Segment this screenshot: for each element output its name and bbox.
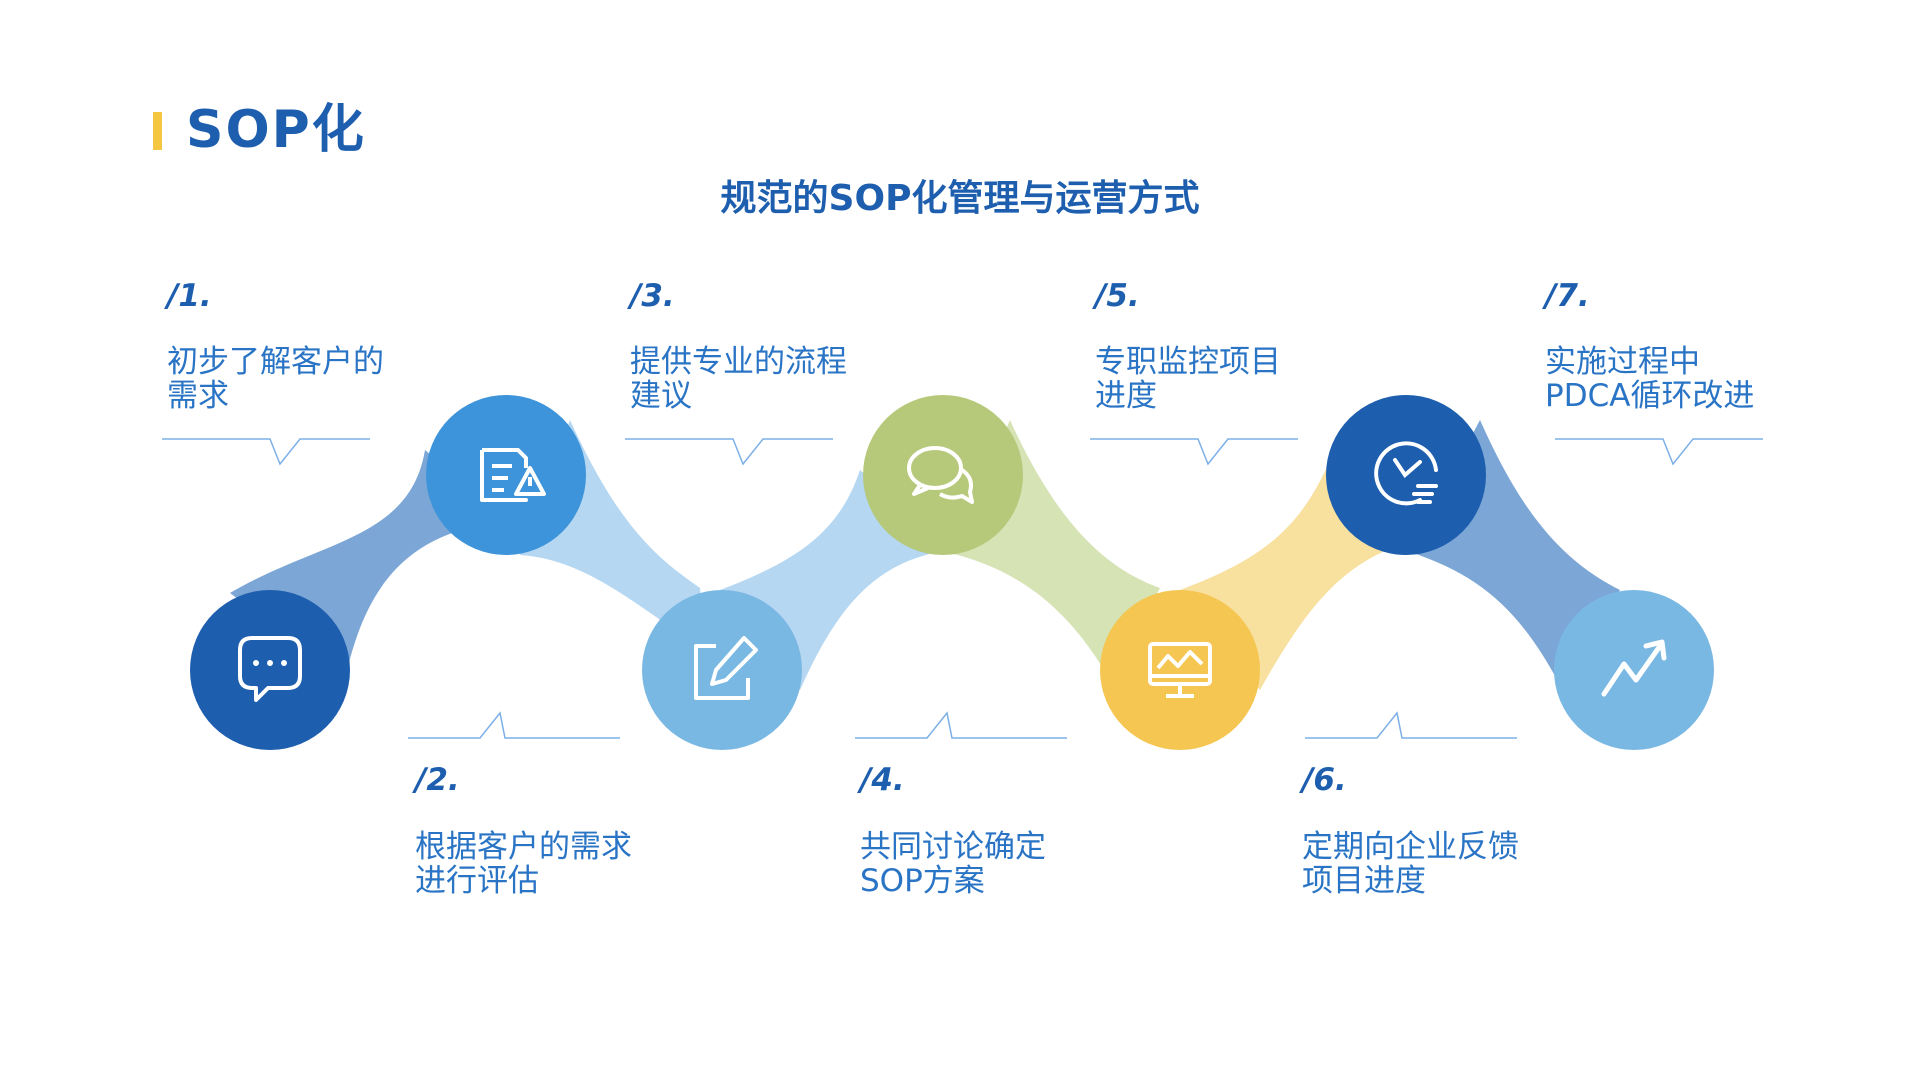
step-3-text: 提供专业的流程 建议 [630,345,890,413]
step-5-text: 专职监控项目 进度 [1095,345,1355,413]
callout-line-5 [1090,438,1298,466]
step-4-line1: 共同讨论确定 [860,829,1046,865]
step-3-number: /3. [630,278,675,314]
step-1-line1: 初步了解客户的 [167,344,384,380]
step-6-number: /6. [1302,762,1347,798]
conversation-bubbles-icon [907,446,974,504]
step-1-text: 初步了解客户的 需求 [167,345,427,413]
trend-up-icon [1601,639,1667,697]
step-2-line1: 根据客户的需求 [415,829,632,865]
step-5-line2: 进度 [1095,378,1157,414]
step-1-number: /1. [167,278,212,314]
step-5-line1: 专职监控项目 [1095,344,1281,380]
page-title: SOP化 [186,100,366,160]
callout-line-3 [625,438,833,466]
step-circles [190,395,1714,750]
step-4-circle [863,395,1023,555]
edit-pencil-icon [694,636,758,700]
step-2-circle [426,395,586,555]
step-3-line1: 提供专业的流程 [630,344,847,380]
step-3-line2: 建议 [630,378,692,414]
chat-dots-icon [238,636,302,702]
step-7-line2: PDCA循环改进 [1545,378,1755,414]
step-6-line1: 定期向企业反馈 [1302,829,1519,865]
step-2-line2: 进行评估 [415,863,539,899]
step-4-line2: SOP方案 [860,863,985,899]
step-1-circle [190,590,350,750]
callout-line-1 [162,438,370,466]
monitor-chart-icon [1148,642,1212,698]
step-5-number: /5. [1095,278,1140,314]
step-2-number: /2. [415,762,460,798]
callout-line-4 [855,711,1067,739]
step-3-circle [642,590,802,750]
title-accent-bar [153,112,162,150]
step-6-line2: 项目进度 [1302,863,1426,899]
step-6-text: 定期向企业反馈 项目进度 [1302,830,1562,898]
callout-line-2 [408,711,620,739]
clock-list-icon [1374,441,1438,506]
page-subtitle: 规范的SOP化管理与运营方式 [720,178,1200,219]
step-1-line2: 需求 [167,378,229,414]
step-5-circle [1100,590,1260,750]
step-7-circle [1554,590,1714,750]
step-7-line1: 实施过程中 [1545,344,1700,380]
step-2-text: 根据客户的需求 进行评估 [415,830,675,898]
callout-line-7 [1555,438,1763,466]
document-warning-icon [480,448,546,502]
step-7-text: 实施过程中 PDCA循环改进 [1545,345,1805,413]
step-7-number: /7. [1545,278,1590,314]
step-4-text: 共同讨论确定 SOP方案 [860,830,1120,898]
callout-line-6 [1305,711,1517,739]
step-4-number: /4. [860,762,905,798]
callout-lines [162,438,1763,739]
